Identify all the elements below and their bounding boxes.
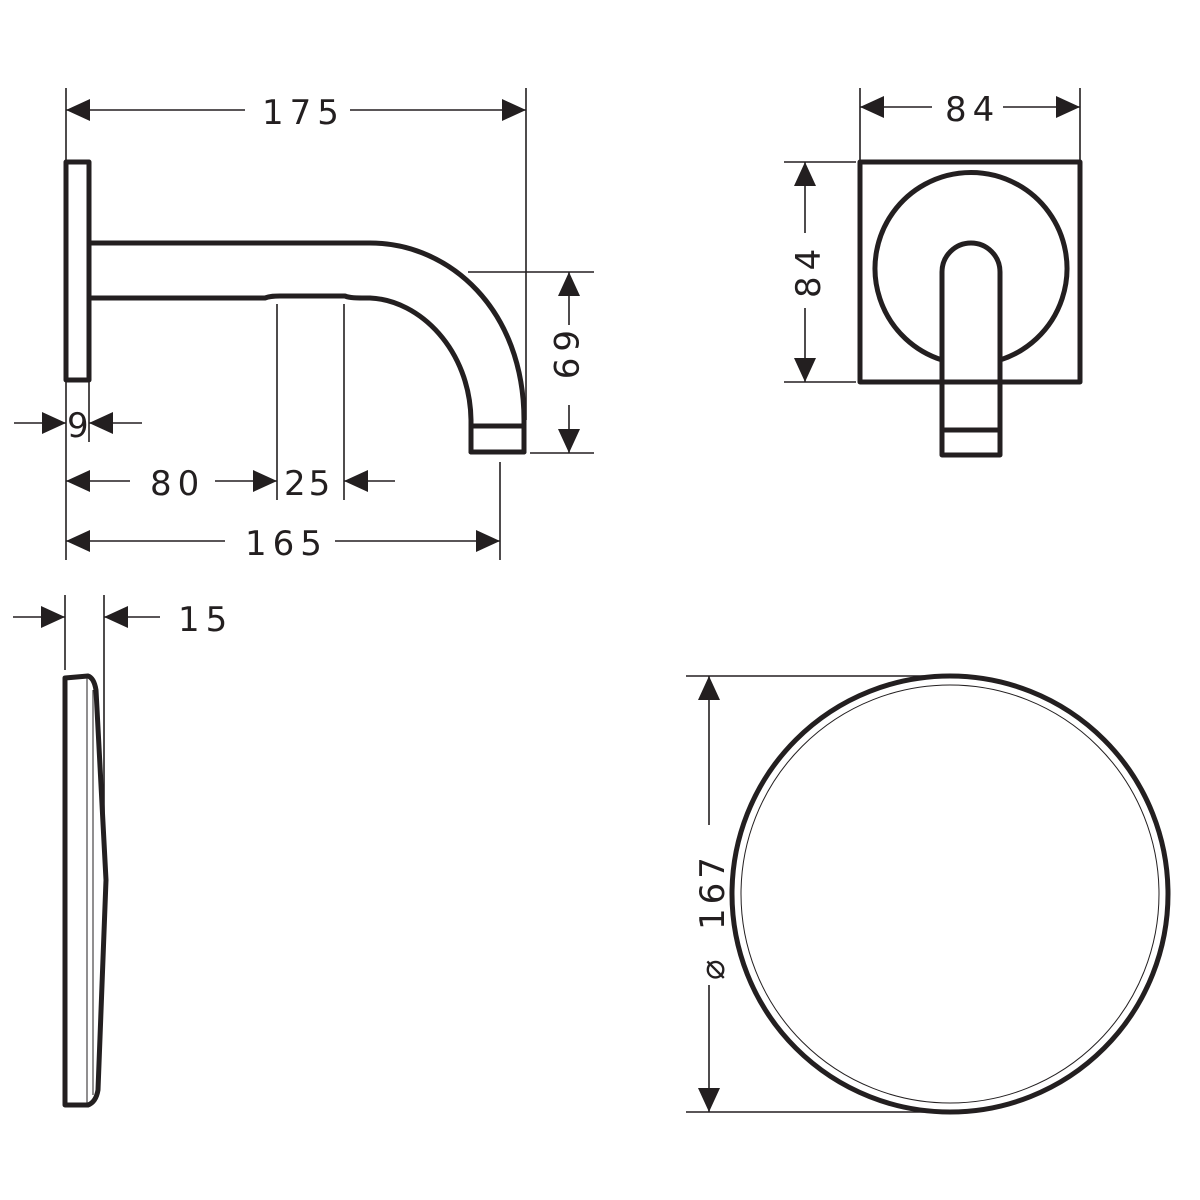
- dim-9: 9: [67, 406, 89, 446]
- diameter-symbol: ⌀: [693, 956, 733, 980]
- cover-side-outline: [62, 673, 109, 1108]
- dim-84-width: 84: [945, 90, 1000, 130]
- cover-plate-outer-edge: [729, 673, 1171, 1115]
- dim-167: 167: [693, 853, 733, 930]
- mixer-front-view: 84 84: [784, 88, 1083, 458]
- dim-80: 80: [150, 464, 205, 504]
- spout-outlet: [468, 423, 527, 455]
- square-plate-outline: [857, 159, 1083, 385]
- dim-69: 69: [545, 330, 585, 385]
- dim-165: 165: [245, 524, 328, 564]
- dim-175: 175: [262, 93, 345, 133]
- cover-front-view: ⌀ 167: [686, 673, 1171, 1115]
- dim-84-height: 84: [789, 243, 829, 298]
- cover-plate-inner-edge: [740, 684, 1160, 1104]
- spout-outline: [87, 240, 527, 455]
- dim-15: 15: [178, 600, 233, 640]
- cover-side-view: 15: [13, 595, 233, 1108]
- spout-side-view: 175 9 80 25 165 69: [14, 88, 594, 564]
- dim-25: 25: [284, 464, 333, 504]
- lever-handle-outline: [939, 240, 1003, 458]
- wall-plate-outline: [63, 159, 92, 383]
- round-escutcheon-outline: [872, 170, 1070, 363]
